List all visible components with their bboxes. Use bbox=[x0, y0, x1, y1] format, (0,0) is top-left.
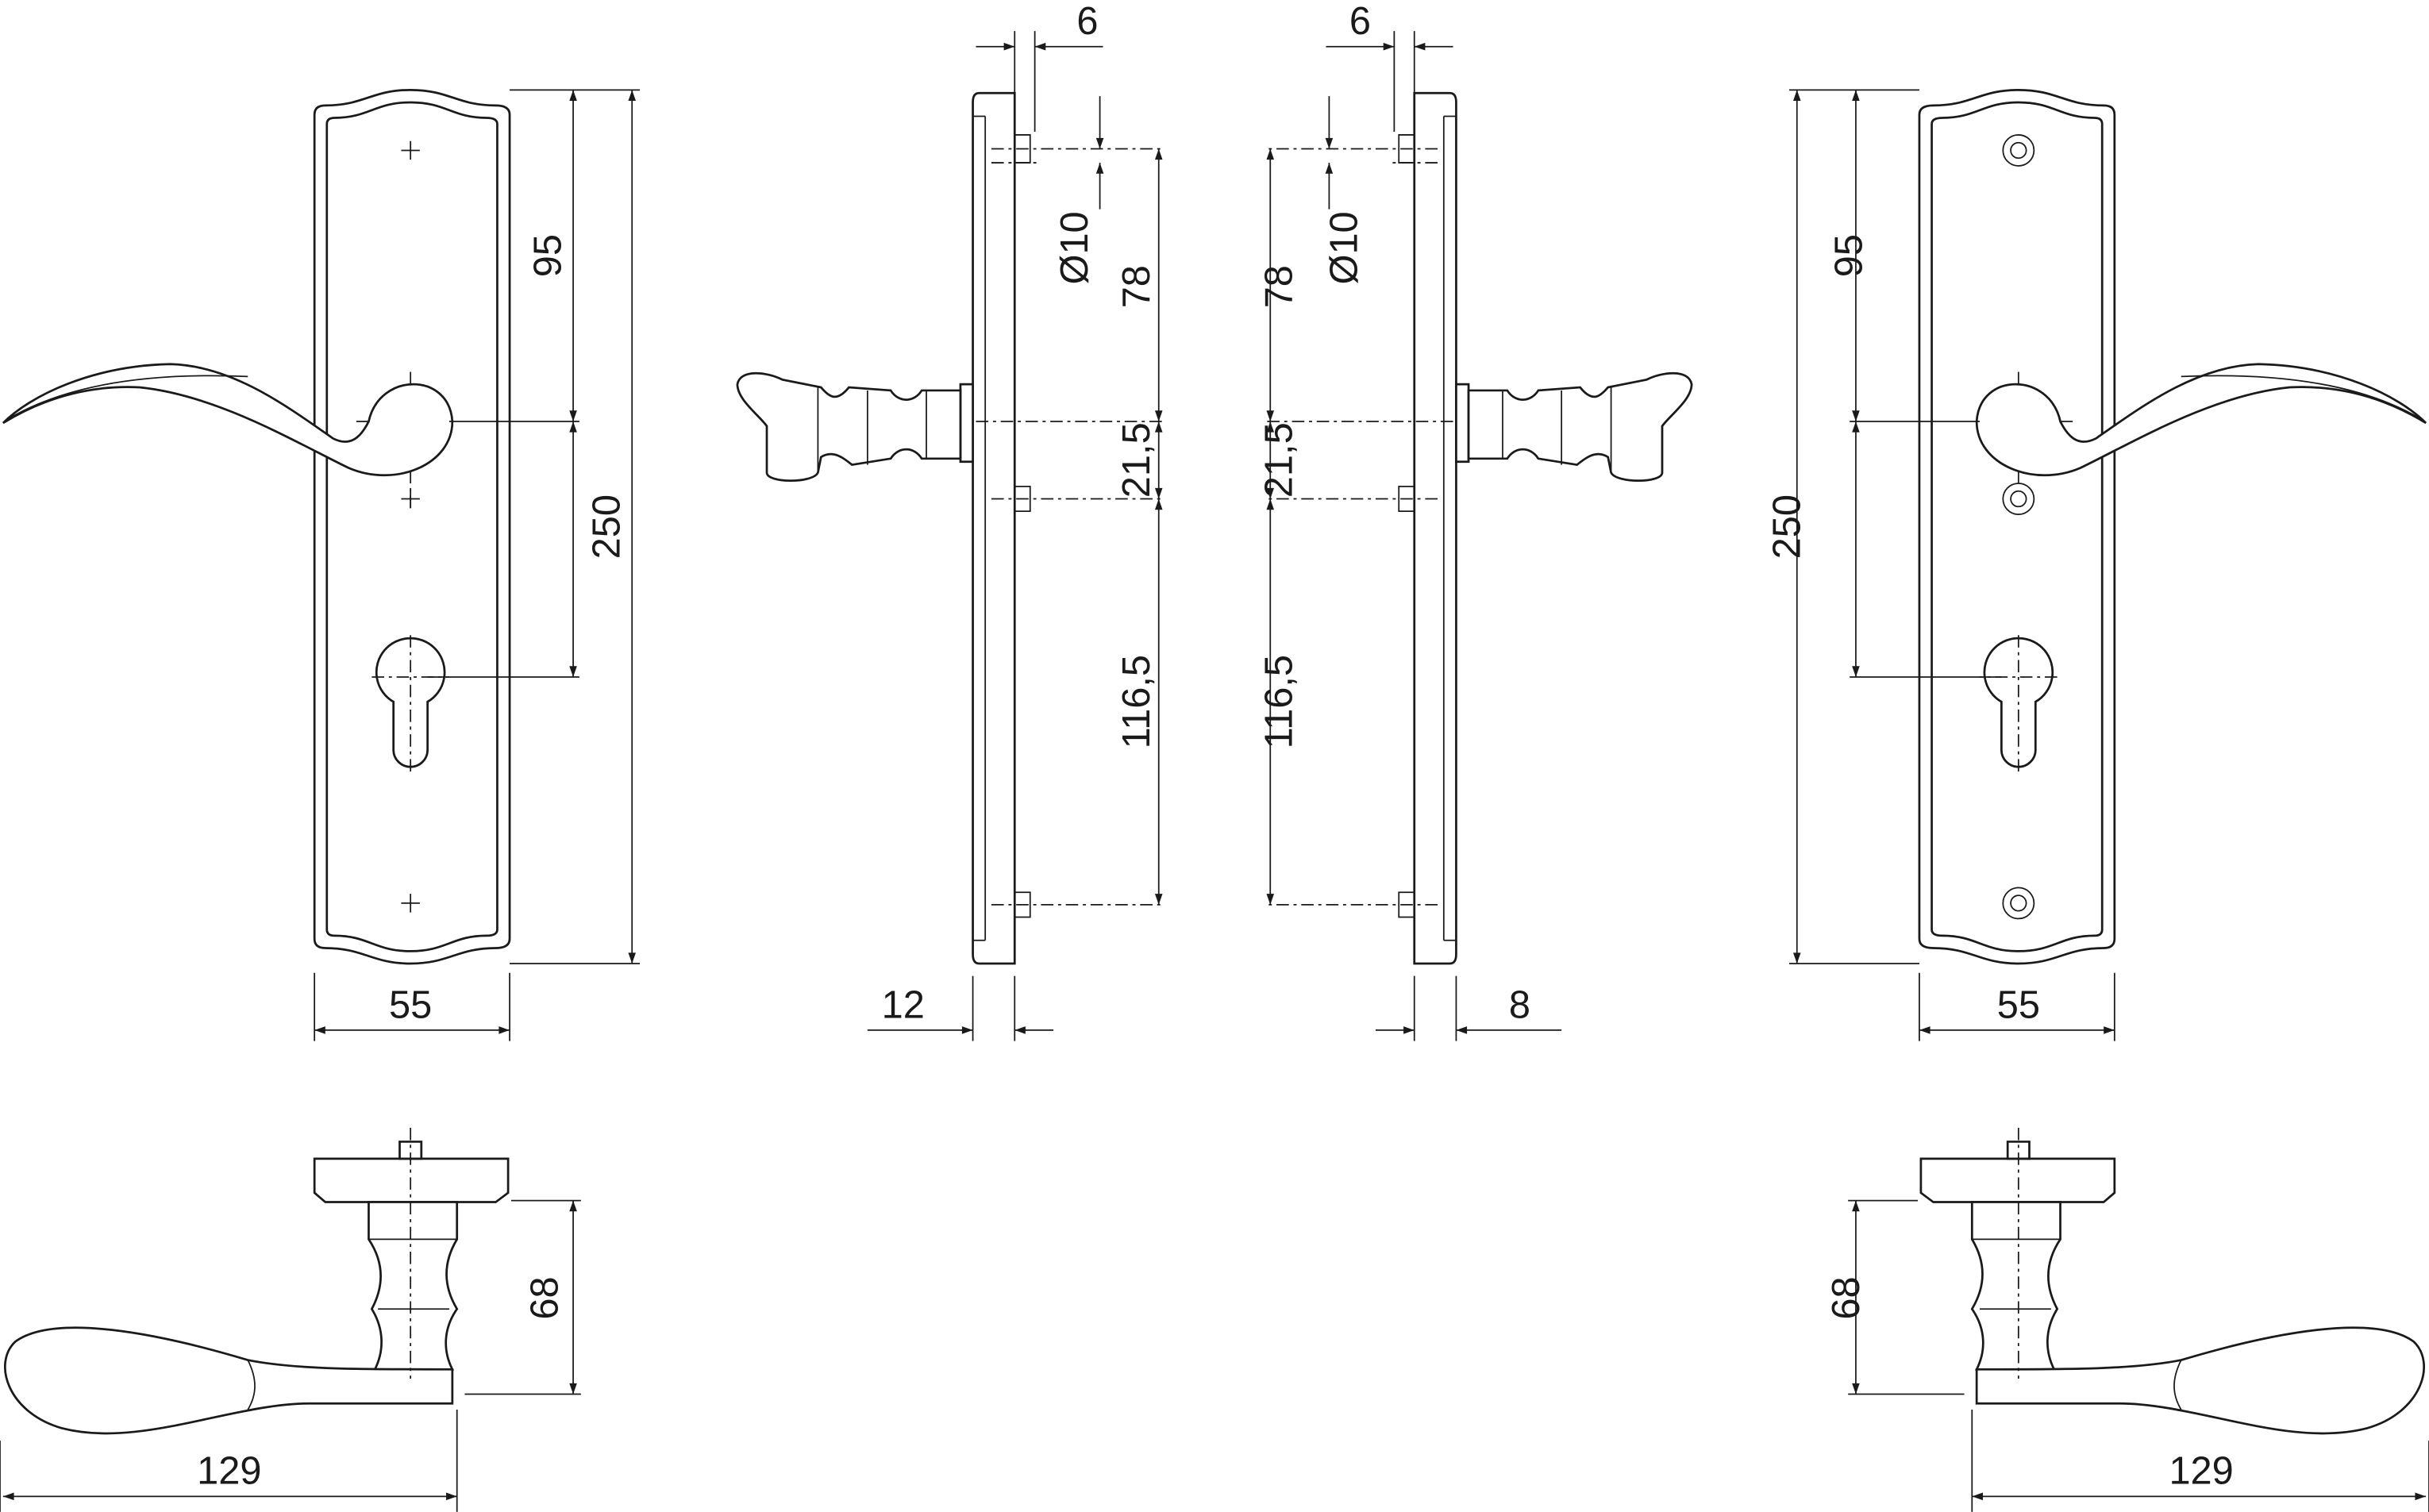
drawing-line bbox=[2010, 490, 2027, 508]
drawing-line bbox=[314, 89, 640, 1041]
dim-6-right: 6 bbox=[1349, 0, 1371, 43]
drawing-line bbox=[398, 1141, 423, 1160]
dim-55-left: 55 bbox=[389, 983, 432, 1026]
screw-hole bbox=[1014, 134, 1031, 918]
lever-side bbox=[736, 371, 962, 482]
dim-129-left: 129 bbox=[197, 1450, 261, 1493]
neck bbox=[368, 1201, 459, 1371]
drawing-line bbox=[817, 387, 927, 473]
screw-cross-icon bbox=[401, 140, 420, 913]
drawing-line bbox=[356, 371, 449, 775]
dim-68-left: 68 bbox=[524, 1276, 567, 1319]
drawing-line bbox=[2002, 887, 2035, 920]
backplate-inner bbox=[325, 101, 499, 952]
backplate-outline bbox=[313, 88, 511, 965]
dim-hole-left: Ø10 bbox=[1053, 211, 1096, 284]
side-view-left bbox=[736, 31, 1163, 1041]
dim-78-left: 78 bbox=[1115, 265, 1158, 308]
drawing-line bbox=[1014, 486, 1031, 513]
dim-68-right: 68 bbox=[1825, 1276, 1868, 1319]
dim-129-right: 129 bbox=[2169, 1450, 2233, 1493]
drawing-line bbox=[9, 375, 248, 419]
drawing-line bbox=[401, 894, 420, 913]
drawing-line bbox=[2002, 134, 2035, 167]
drawing-line bbox=[247, 1360, 256, 1410]
drawing-line bbox=[0, 1199, 581, 1512]
drawing-line bbox=[972, 31, 1036, 1041]
bottom-view-right bbox=[1848, 1128, 2429, 1512]
lever-bottom bbox=[4, 1326, 454, 1435]
dim-250-right: 250 bbox=[1766, 494, 1809, 559]
dim-12: 12 bbox=[882, 983, 925, 1026]
drawing-line bbox=[368, 1238, 457, 1310]
rose-side bbox=[959, 383, 974, 464]
bottom-view-left bbox=[0, 1127, 581, 1512]
drawing-line bbox=[2010, 141, 2027, 160]
front-view-right bbox=[1789, 90, 2426, 1041]
drawing-line bbox=[401, 140, 420, 160]
drawing-line bbox=[976, 148, 1162, 906]
rose-top bbox=[313, 1157, 510, 1203]
dim-78-right: 78 bbox=[1258, 265, 1301, 308]
dim-55-right: 55 bbox=[1997, 983, 2040, 1026]
drawing-line bbox=[972, 115, 987, 941]
dim-21-left: 21,5 bbox=[1115, 422, 1158, 498]
drawing-line bbox=[2010, 895, 2027, 912]
lever-handle bbox=[2, 363, 454, 477]
dim-6-left: 6 bbox=[1076, 0, 1098, 43]
dim-hole-right: Ø10 bbox=[1323, 211, 1366, 284]
plate-side bbox=[972, 91, 1016, 965]
dim-95-left: 95 bbox=[526, 234, 569, 277]
dim-116-left: 116,5 bbox=[1115, 655, 1158, 748]
dim-95-right: 95 bbox=[1828, 234, 1871, 277]
dim-250-left: 250 bbox=[586, 494, 629, 559]
drawing-line bbox=[2002, 483, 2035, 515]
side-view-right bbox=[1267, 31, 1692, 1041]
front-view-left bbox=[2, 88, 640, 1041]
dim-8: 8 bbox=[1509, 983, 1530, 1026]
drawing-line bbox=[1014, 891, 1031, 918]
dim-116-right: 116,5 bbox=[1258, 655, 1301, 748]
dim-21-right: 21,5 bbox=[1258, 422, 1301, 498]
screw-circle-icon bbox=[2002, 134, 2035, 920]
